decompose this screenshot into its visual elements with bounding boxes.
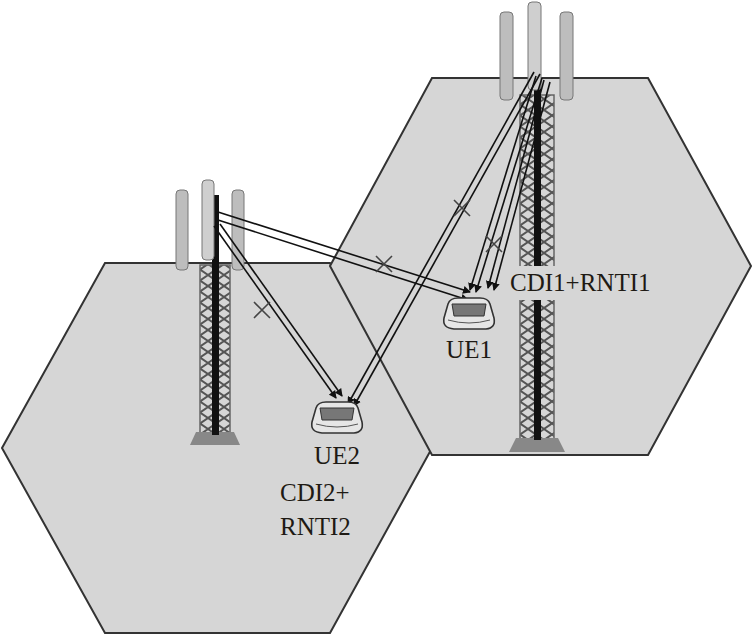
radio-links (214, 72, 550, 406)
user-equipment: UE1 (440, 296, 498, 367)
phone-icon (440, 296, 498, 332)
user-equipment: UE2 (308, 400, 366, 473)
ue-label: UE1 (446, 334, 492, 367)
identifier-label: CDI1+RNTI1 (508, 266, 652, 300)
phone-icon (308, 400, 366, 436)
identifier-label: CDI2+ RNTI2 (278, 476, 360, 544)
ue-label: UE2 (314, 440, 360, 473)
left-tower (176, 180, 244, 445)
